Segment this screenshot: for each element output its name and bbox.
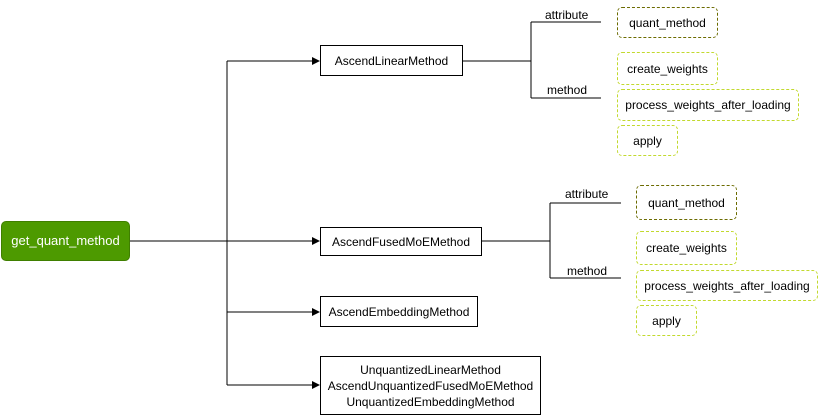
get-quant-method-label: get_quant_method	[11, 233, 120, 248]
fused-moe-attribute-label: attribute	[565, 187, 609, 201]
fused-moe-apply-method[interactable]: apply	[636, 305, 697, 336]
linear-attribute-label: attribute	[545, 8, 589, 22]
ascend-embedding-method-label: AscendEmbeddingMethod	[328, 304, 470, 319]
linear-quant-method-text: quant_method	[629, 15, 706, 30]
linear-create-weights-text: create_weights	[627, 61, 708, 76]
fused-moe-process-weights-text: process_weights_after_loading	[644, 278, 810, 293]
get-quant-method-node[interactable]: get_quant_method	[1, 221, 130, 261]
unquantized-methods-box[interactable]: UnquantizedLinearMethod AscendUnquantize…	[320, 356, 541, 415]
unquantized-embedding-method-label: UnquantizedEmbeddingMethod	[346, 394, 515, 409]
ascend-linear-method-label: AscendLinearMethod	[334, 53, 449, 68]
fused-moe-quant-method-text: quant_method	[648, 195, 725, 210]
linear-process-weights-text: process_weights_after_loading	[625, 98, 791, 112]
fused-moe-method-label: method	[567, 264, 608, 278]
ascend-fused-moe-method-box[interactable]: AscendFusedMoEMethod	[320, 227, 482, 256]
fused-moe-create-weights-text: create_weights	[646, 241, 727, 255]
ascend-unquantized-fused-moe-method-label: AscendUnquantizedFusedMoEMethod	[327, 378, 534, 393]
linear-method-label: method	[547, 83, 588, 97]
fused-moe-quant-method-attribute[interactable]: quant_method	[636, 185, 737, 220]
unquantized-linear-method-label: UnquantizedLinearMethod	[360, 362, 501, 377]
ascend-fused-moe-method-label: AscendFusedMoEMethod	[331, 234, 471, 249]
ascend-linear-method-box[interactable]: AscendLinearMethod	[320, 45, 463, 76]
fused-moe-process-weights-method[interactable]: process_weights_after_loading	[636, 270, 818, 301]
ascend-embedding-method-box[interactable]: AscendEmbeddingMethod	[320, 296, 478, 327]
linear-create-weights-method[interactable]: create_weights	[617, 52, 718, 85]
fused-moe-create-weights-method[interactable]: create_weights	[636, 231, 737, 265]
linear-quant-method-attribute[interactable]: quant_method	[617, 7, 718, 38]
linear-apply-method[interactable]: apply	[617, 125, 678, 156]
fused-moe-apply-text: apply	[652, 313, 681, 328]
linear-process-weights-method[interactable]: process_weights_after_loading	[617, 89, 799, 121]
linear-apply-text: apply	[633, 133, 662, 148]
